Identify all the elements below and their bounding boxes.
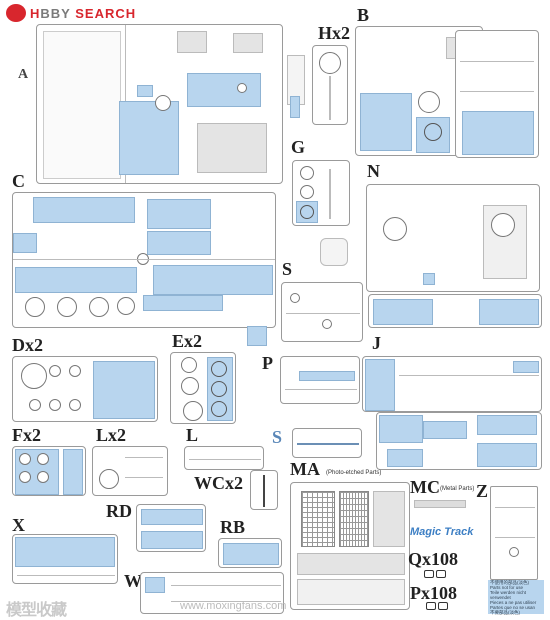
sprue-label-Hx2: Hx2 [318, 23, 351, 43]
site-header: HBBY SEARCH [0, 0, 550, 26]
track-link-P2 [438, 602, 448, 610]
sprue-label-P: P [262, 353, 273, 373]
sprue-label-Fx2: Fx2 [12, 425, 41, 445]
sprue-S-clear [292, 428, 362, 458]
mc-subtitle: (Metal Parts) [440, 486, 475, 492]
sprue-label-Lx2: Lx2 [96, 425, 127, 445]
sprue-label-N: N [367, 161, 380, 181]
sprue-WCx2 [250, 470, 278, 510]
sprue-label-B: B [357, 5, 370, 25]
sprue-label-RD: RD [106, 501, 132, 521]
sprue-label-G: G [291, 137, 306, 157]
sprue-label-A: A [18, 67, 29, 82]
sprue-label-X: X [12, 515, 25, 535]
track-link-Q2 [436, 570, 446, 578]
sprue-N [366, 184, 540, 292]
sprue-S [281, 282, 363, 342]
sprue-RD [136, 504, 206, 552]
track-link-Q [424, 570, 434, 578]
sprue-label-WCx2: WCx2 [194, 473, 243, 493]
sprue-label-MC: MC [410, 477, 440, 497]
sprue-A [36, 24, 283, 184]
sprue-X [12, 534, 118, 584]
sprue-W [140, 572, 284, 614]
magic-track-logo: Magic Track [410, 526, 474, 538]
sprue-label-L: L [186, 425, 199, 445]
watermark-url: www.moxingfans.com [180, 600, 287, 612]
track-link-P [426, 602, 436, 610]
sprue-Lx2 [92, 446, 168, 496]
sprue-B-side [455, 30, 539, 158]
sprue-Ex2 [170, 352, 236, 424]
sprue-label-J: J [372, 333, 381, 353]
turret-hatch-part [320, 238, 348, 266]
sprue-C [12, 192, 276, 328]
sprue-label-Qx108: Qx108 [408, 549, 459, 569]
sprue-Fx2 [12, 446, 86, 496]
sprue-Hx2 [312, 45, 348, 125]
sprue-J-lower [376, 412, 542, 470]
sprue-label-W: W [124, 571, 142, 591]
sprue-MA-photo-etch [290, 482, 410, 610]
sprue-N-lower [368, 294, 542, 328]
sprue-label-Px108: Px108 [410, 583, 457, 603]
sprue-Z-lower-hull [490, 486, 538, 580]
sprue-RB [218, 538, 282, 568]
sprue-G [292, 160, 350, 226]
ma-subtitle: (Photo-etched Parts) [326, 470, 382, 476]
sprue-label-Z: Z [476, 481, 489, 501]
sprue-label-Dx2: Dx2 [12, 335, 43, 355]
site-logo-text[interactable]: HBBY SEARCH [30, 6, 137, 21]
sprue-label-S-clear: S [272, 427, 283, 447]
sprue-label-RB: RB [220, 517, 246, 537]
sprue-label-C: C [12, 171, 25, 191]
unused-parts-legend: 不使用的部品(淡色) Parts not for use Teile werde… [488, 580, 544, 615]
hobby-search-logo-icon [6, 4, 26, 22]
sprue-P [280, 356, 360, 404]
sprue-J [362, 356, 542, 412]
metal-parts [414, 500, 466, 508]
sprue-label-Ex2: Ex2 [172, 331, 203, 351]
sprue-label-MA: MA [290, 459, 320, 479]
sprue-label-S: S [282, 259, 293, 279]
sprue-L [184, 446, 264, 470]
watermark-logo: 模型收藏 [6, 602, 67, 619]
sprue-Dx2 [12, 356, 158, 422]
